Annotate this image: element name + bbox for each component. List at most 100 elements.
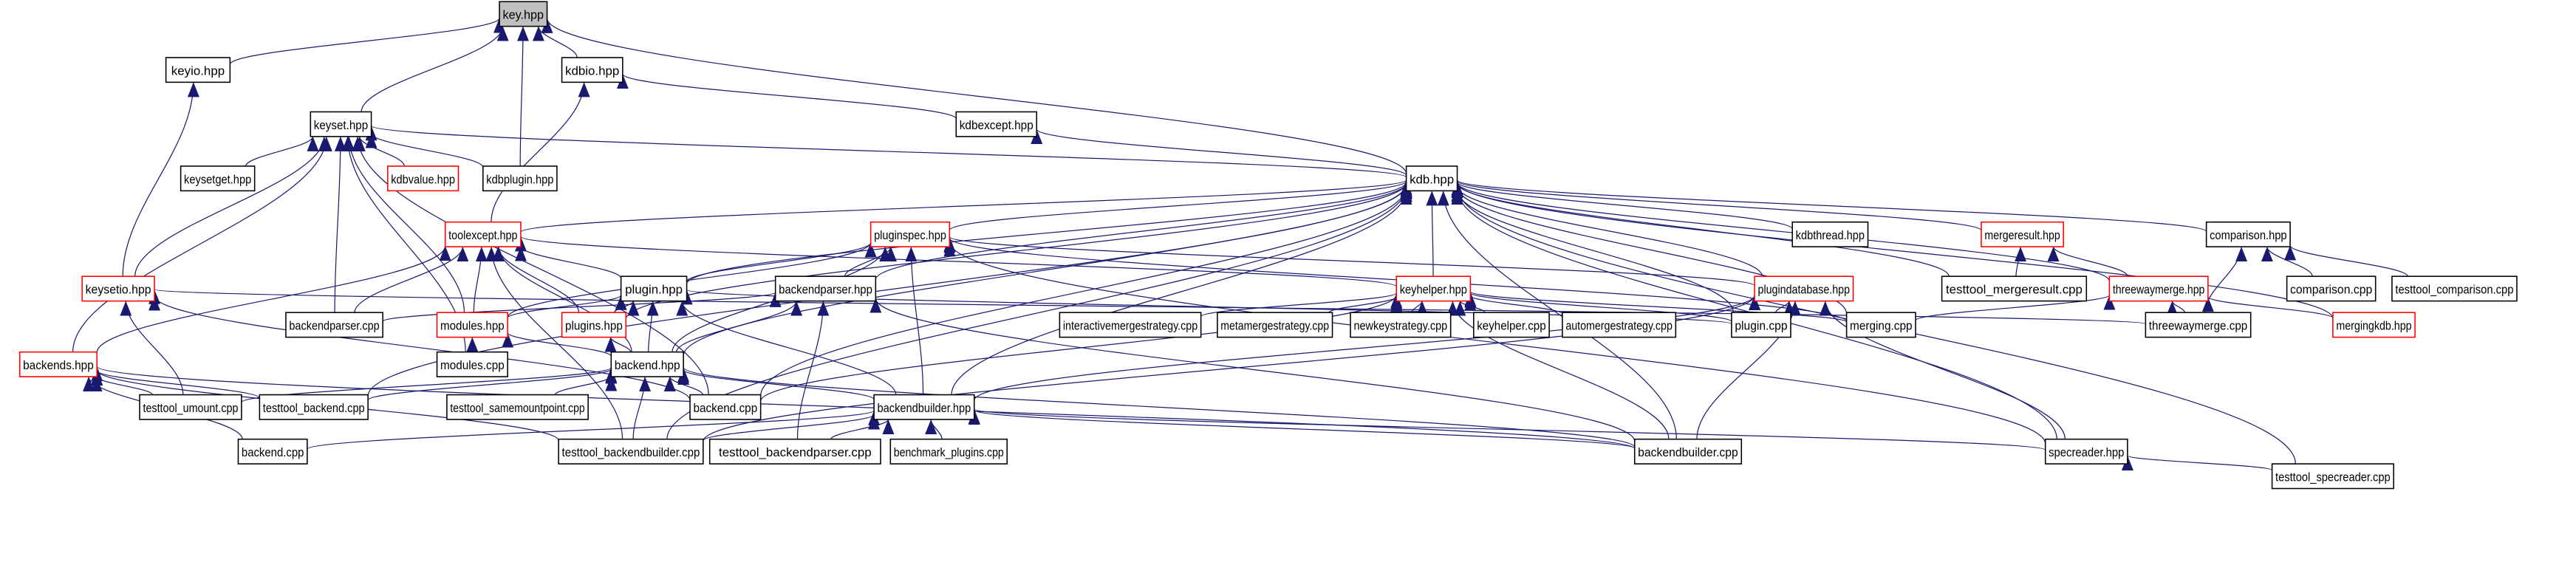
edge-newkeystrategy_cpp-to-keyhelper_hpp — [1411, 301, 1429, 316]
node-keyset-hpp[interactable]: keyset.hpp — [310, 111, 372, 137]
node-box — [1981, 221, 2064, 247]
edge-testtool_backendparser_cpp-to-backendbuilder_hpp — [830, 419, 895, 440]
node-plugindatabase-hpp[interactable]: plugindatabase.hpp — [1754, 275, 1854, 302]
edge-testtool_backend_cpp-to-kdb_hpp — [367, 183, 1412, 397]
node-testtool-mergeresult-cpp[interactable]: testtool_mergeresult.cpp — [1941, 275, 2088, 302]
node-mergeresult-hpp[interactable]: mergeresult.hpp — [1981, 221, 2064, 247]
node-threewaymerge-hpp[interactable]: threewaymerge.hpp — [2108, 275, 2209, 302]
node-backend-cpp-b[interactable]: backend.cpp — [689, 394, 762, 420]
node-backend-hpp[interactable]: backend.hpp — [610, 351, 684, 377]
node-testtool-backend-cpp[interactable]: testtool_backend.cpp — [259, 394, 369, 420]
node-testtool-specreader-cpp[interactable]: testtool_specreader.cpp — [2271, 463, 2394, 490]
node-label: backend.cpp — [242, 445, 304, 459]
edge-backend_cpp_b-to-backend_hpp — [663, 376, 703, 395]
node-label: testtool_mergeresult.cpp — [1946, 282, 2083, 296]
node-label: backendbuilder.hpp — [878, 401, 971, 415]
edge-threewaymerge_hpp-to-kdb_hpp — [1451, 182, 2111, 281]
node-label: newkeystrategy.cpp — [1353, 318, 1447, 332]
node-modules-cpp[interactable]: modules.cpp — [436, 351, 508, 377]
edge-kdb_hpp-to-key_hpp — [541, 18, 1407, 174]
node-kdbplugin-hpp[interactable]: kdbplugin.hpp — [482, 165, 558, 192]
node-testtool-umount-cpp[interactable]: testtool_umount.cpp — [139, 394, 242, 420]
edge-testtool_backend_cpp-to-backend_hpp — [367, 369, 617, 401]
node-label: threewaymerge.hpp — [2113, 282, 2205, 296]
node-comparison-hpp[interactable]: comparison.hpp — [2205, 221, 2291, 247]
node-label: testtool_umount.cpp — [143, 401, 238, 415]
node-box — [708, 438, 881, 465]
node-box — [1405, 165, 1458, 192]
node-plugin-cpp[interactable]: plugin.cpp — [1731, 312, 1791, 338]
node-keyhelper-hpp[interactable]: keyhelper.hpp — [1395, 275, 1472, 302]
node-threewaymerge-cpp[interactable]: threewaymerge.cpp — [2145, 312, 2252, 338]
edge-backend_hpp-to-backendparser_hpp — [675, 301, 803, 352]
node-label: mergeresult.hpp — [1984, 228, 2060, 242]
node-modules-hpp[interactable]: modules.hpp — [436, 312, 508, 338]
node-testtool-backendparser-cpp[interactable]: testtool_backendparser.cpp — [708, 438, 881, 465]
node-testtool-samemountpoint-cpp[interactable]: testtool_samemountpoint.cpp — [446, 394, 589, 420]
edge-keyio_hpp-to-key_hpp — [229, 17, 505, 65]
node-box — [2205, 221, 2291, 247]
edge-kdbplugin_hpp-to-keyset_hpp — [365, 133, 484, 168]
edge-kdbplugin_hpp-to-key_hpp — [516, 26, 529, 166]
node-box — [180, 165, 256, 192]
node-box — [558, 438, 704, 465]
node-backendbuilder-hpp[interactable]: backendbuilder.hpp — [873, 394, 975, 420]
node-kdbexcept-hpp[interactable]: kdbexcept.hpp — [955, 111, 1038, 137]
node-backend-cpp-a[interactable]: backend.cpp — [237, 438, 308, 465]
edge-mergingkdb_hpp-to-threewaymerge_hpp — [2202, 296, 2334, 319]
edge-backendbuilder_cpp-to-backend_hpp — [677, 366, 1636, 448]
node-specreader-hpp[interactable]: specreader.hpp — [2044, 438, 2128, 465]
node-box — [774, 275, 877, 302]
node-pluginspec-hpp[interactable]: pluginspec.hpp — [870, 221, 951, 247]
node-box — [310, 111, 372, 137]
node-newkeystrategy-cpp[interactable]: newkeystrategy.cpp — [1350, 312, 1452, 338]
node-keysetio-hpp[interactable]: keysetio.hpp — [81, 275, 155, 302]
node-box — [1473, 312, 1550, 338]
nodes-layer: key.hpp keyio.hpp kdbio.hpp keyset.hpp kdbex… — [18, 1, 2518, 490]
node-box — [1350, 312, 1452, 338]
node-benchmark-plugins-cpp[interactable]: benchmark_plugins.cpp — [889, 438, 1008, 465]
edge-backendbuilder_cpp-to-backendparser_hpp — [870, 298, 1636, 442]
node-plugins-hpp[interactable]: plugins.hpp — [561, 312, 627, 338]
node-box — [436, 351, 508, 377]
node-plugin-hpp[interactable]: plugin.hpp — [620, 275, 688, 302]
node-interactivemergestrategy-cpp[interactable]: interactivemergestrategy.cpp — [1059, 312, 1202, 338]
edge-plugin_cpp-to-plugindatabase_hpp — [1775, 301, 1796, 316]
node-keyhelper-cpp[interactable]: keyhelper.cpp — [1473, 312, 1550, 338]
node-kdbvalue-hpp[interactable]: kdbvalue.hpp — [387, 165, 459, 192]
node-box — [2145, 312, 2252, 338]
node-backendbuilder-cpp[interactable]: backendbuilder.cpp — [1633, 438, 1743, 465]
edge-backend_hpp-to-plugins_hpp — [604, 337, 632, 352]
edge-keysetget_hpp-to-keyset_hpp — [245, 136, 319, 167]
edge-backendbuilder_cpp-to-backends_hpp — [92, 366, 1636, 450]
node-backendparser-cpp[interactable]: backendparser.cpp — [285, 312, 383, 338]
node-label: modules.cpp — [440, 358, 505, 372]
node-key-hpp: key.hpp — [499, 1, 548, 27]
node-backends-hpp[interactable]: backends.hpp — [18, 351, 98, 377]
node-testtool-comparison-cpp[interactable]: testtool_comparison.cpp — [2391, 275, 2518, 302]
node-toolexcept-hpp[interactable]: toolexcept.hpp — [444, 221, 522, 247]
node-comparison-cpp[interactable]: comparison.cpp — [2286, 275, 2377, 302]
node-keyio-hpp[interactable]: keyio.hpp — [165, 57, 231, 83]
node-label: comparison.cpp — [2290, 282, 2372, 296]
node-automergestrategy-cpp[interactable]: automergestrategy.cpp — [1562, 312, 1677, 338]
node-kdb-hpp[interactable]: kdb.hpp — [1405, 165, 1458, 192]
node-kdbio-hpp[interactable]: kdbio.hpp — [561, 57, 623, 83]
node-label: plugindatabase.hpp — [1758, 282, 1851, 296]
node-metamergestrategy-cpp[interactable]: metamergestrategy.cpp — [1217, 312, 1333, 338]
node-testtool-backendbuilder-cpp[interactable]: testtool_backendbuilder.cpp — [558, 438, 704, 465]
node-keysetget-hpp[interactable]: keysetget.hpp — [180, 165, 256, 192]
node-box — [387, 165, 459, 192]
node-merging-cpp[interactable]: merging.cpp — [1845, 312, 1916, 338]
edge-threewaymerge_cpp-to-comparison_hpp — [2204, 247, 2248, 313]
node-backendparser-hpp[interactable]: backendparser.hpp — [774, 275, 877, 302]
node-box — [285, 312, 383, 338]
node-label: backendbuilder.cpp — [1638, 445, 1738, 459]
node-kdbthread-hpp[interactable]: kdbthread.hpp — [1791, 221, 1869, 247]
edge-testtool_mergeresult_cpp-to-mergeresult_hpp — [2015, 247, 2027, 277]
node-mergingkdb-hpp[interactable]: mergingkdb.hpp — [2332, 312, 2416, 338]
edge-plugins_hpp-to-kdb_hpp — [625, 182, 1412, 320]
node-box — [1845, 312, 1916, 338]
node-box — [689, 394, 762, 420]
node-label: keysetget.hpp — [184, 172, 251, 186]
